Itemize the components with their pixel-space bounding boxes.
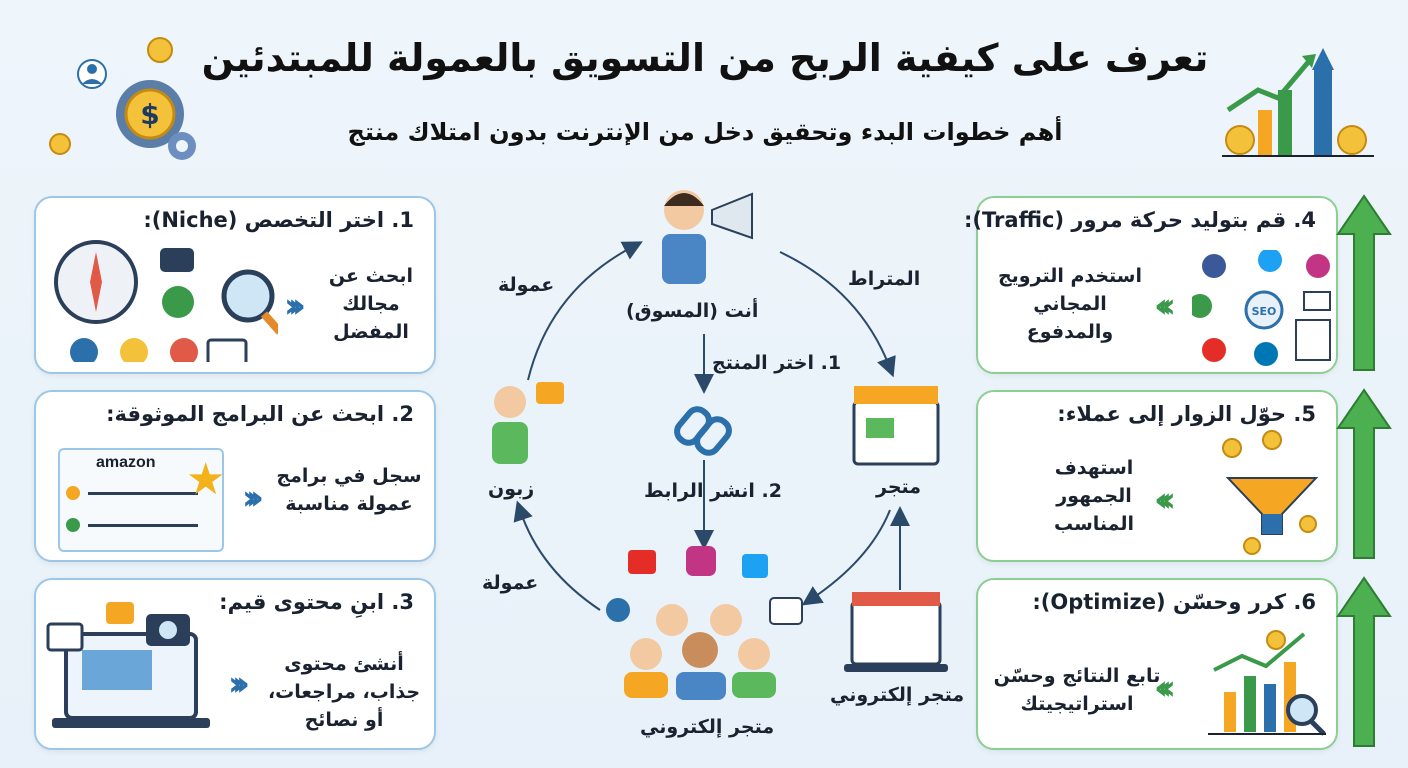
affiliate-link-label: المتراط <box>848 268 921 290</box>
chat-icon <box>536 382 564 404</box>
step-title: 1. اختر التخصص (Niche): <box>143 208 414 232</box>
amazon-logo: amazon <box>96 454 156 471</box>
progress-arrow-4 <box>1336 194 1392 371</box>
chevron-icon: ‹‹‹ <box>1154 668 1176 708</box>
idea-icon <box>120 338 148 362</box>
growth-chart-illustration <box>1222 48 1374 157</box>
checklist-icon <box>1295 319 1331 361</box>
page-subtitle: أهم خطوات البدء وتحقيق دخل من الإنترنت ب… <box>347 118 1063 146</box>
step-body: تابع النتائج وحسّن استراتيجيتك <box>993 665 1161 715</box>
chevron-icon: ››› <box>228 664 250 704</box>
beauty-icon <box>170 338 198 362</box>
monitor-icon <box>160 248 194 272</box>
program-list: amazon <box>58 448 224 552</box>
step-body: سجل في برامج عمولة مناسبة <box>276 465 422 515</box>
book-icon <box>206 338 248 362</box>
step-card-content: 3. ابنِ محتوى قيم: ››› أنشئ محتوى جذاب، … <box>34 578 436 750</box>
settings-icon <box>70 338 98 362</box>
ecommerce-right-label: متجر إلكتروني <box>830 684 965 706</box>
magnifier-icon <box>221 269 275 323</box>
svg-text:$: $ <box>140 98 159 131</box>
audience-group <box>606 546 803 700</box>
ecommerce-laptop-icon <box>844 592 948 672</box>
marketer-label: أنت (المسوق) <box>626 300 759 322</box>
commission-label-top: عمولة <box>498 274 555 296</box>
instagram-icon <box>686 546 716 576</box>
step1-label: 1. اختر المنتج <box>712 352 842 374</box>
store-label: متجر <box>876 476 922 498</box>
mail-icon <box>1303 291 1331 311</box>
laptop-content-icon <box>46 602 210 728</box>
media-icon <box>106 602 134 624</box>
arrow-customer-marketer <box>527 241 643 381</box>
chevron-icon: ››› <box>284 286 306 326</box>
funnel-icon <box>1222 430 1319 555</box>
step-body: استخدم الترويج المجاني والمدفوع <box>997 265 1143 343</box>
step-body: ابحث عن مجالك المفضل <box>328 265 414 343</box>
step-card-programs: 2. ابحث عن البرامج الموثوقة: amazon ★ ››… <box>34 390 436 562</box>
chevron-icon: ‹‹‹ <box>1154 480 1176 520</box>
globe-icon <box>606 598 630 622</box>
arrow-marketer-store <box>779 251 896 378</box>
chevron-icon: ››› <box>242 478 264 518</box>
commission-label-bottom: عمولة <box>482 572 539 594</box>
ecommerce-center-label: متجر إلكتروني <box>640 716 775 738</box>
step-body: أنشئ محتوى جذاب، مراجعات، أو نصائح <box>267 653 421 731</box>
step2-label: 2. انشر الرابط <box>644 480 782 502</box>
customer-figure <box>492 382 564 464</box>
marketer-figure <box>662 190 753 284</box>
gears-money-illustration: $ <box>49 37 196 160</box>
customer-label: زبون <box>488 478 535 500</box>
comment-icon <box>769 597 803 625</box>
progress-arrow-6 <box>1336 576 1392 747</box>
step-card-optimize: 6. كرر وحسّن (Optimize): تابع النتائج وح… <box>976 578 1338 750</box>
step-card-convert: 5. حوّل الزوار إلى عملاء: استهدف الجمهور… <box>976 390 1338 562</box>
seo-badge: SEO <box>1252 305 1277 318</box>
chevron-icon: ‹‹‹ <box>1154 286 1176 326</box>
step-title: 4. قم بتوليد حركة مرور (Traffic): <box>964 208 1316 232</box>
facebook-icon <box>1202 254 1226 278</box>
step-card-traffic: 4. قم بتوليد حركة مرور (Traffic): استخدم… <box>964 196 1338 374</box>
step-title: 5. حوّل الزوار إلى عملاء: <box>1057 402 1316 426</box>
step-body: استهدف الجمهور المناسب <box>1053 457 1135 535</box>
step-title: 6. كرر وحسّن (Optimize): <box>1032 590 1316 614</box>
step-card-niche: 1. اختر التخصص (Niche): ››› ابحث عن مجال… <box>34 196 436 374</box>
youtube-icon <box>1202 338 1226 362</box>
page-title: تعرف على كيفية الربح من التسويق بالعمولة… <box>201 36 1209 80</box>
linkedin-icon <box>1254 342 1278 366</box>
niche-icons <box>54 240 278 362</box>
store-icon <box>852 386 940 466</box>
star-icon: ★ <box>186 454 226 505</box>
twitter-icon <box>1258 250 1282 272</box>
megaphone-icon <box>1192 294 1212 318</box>
health-icon <box>162 286 194 318</box>
progress-arrow-5 <box>1336 388 1392 559</box>
affiliate-cycle-diagram <box>492 190 948 700</box>
youtube-icon <box>628 550 656 574</box>
step-title: 2. ابحث عن البرامج الموثوقة: <box>106 402 414 426</box>
instagram-icon <box>1306 254 1330 278</box>
megaphone-icon <box>711 192 753 240</box>
traffic-network-icon: SEO <box>1192 250 1331 366</box>
arrow-ecommerce-customer <box>513 500 601 611</box>
step-title: 3. ابنِ محتوى قيم: <box>219 590 414 614</box>
link-icon <box>674 406 732 456</box>
arrow-store-ecommerce <box>801 509 891 606</box>
optimize-chart-icon <box>1208 630 1326 736</box>
twitter-icon <box>742 554 768 578</box>
magnifier-icon <box>1286 694 1318 726</box>
